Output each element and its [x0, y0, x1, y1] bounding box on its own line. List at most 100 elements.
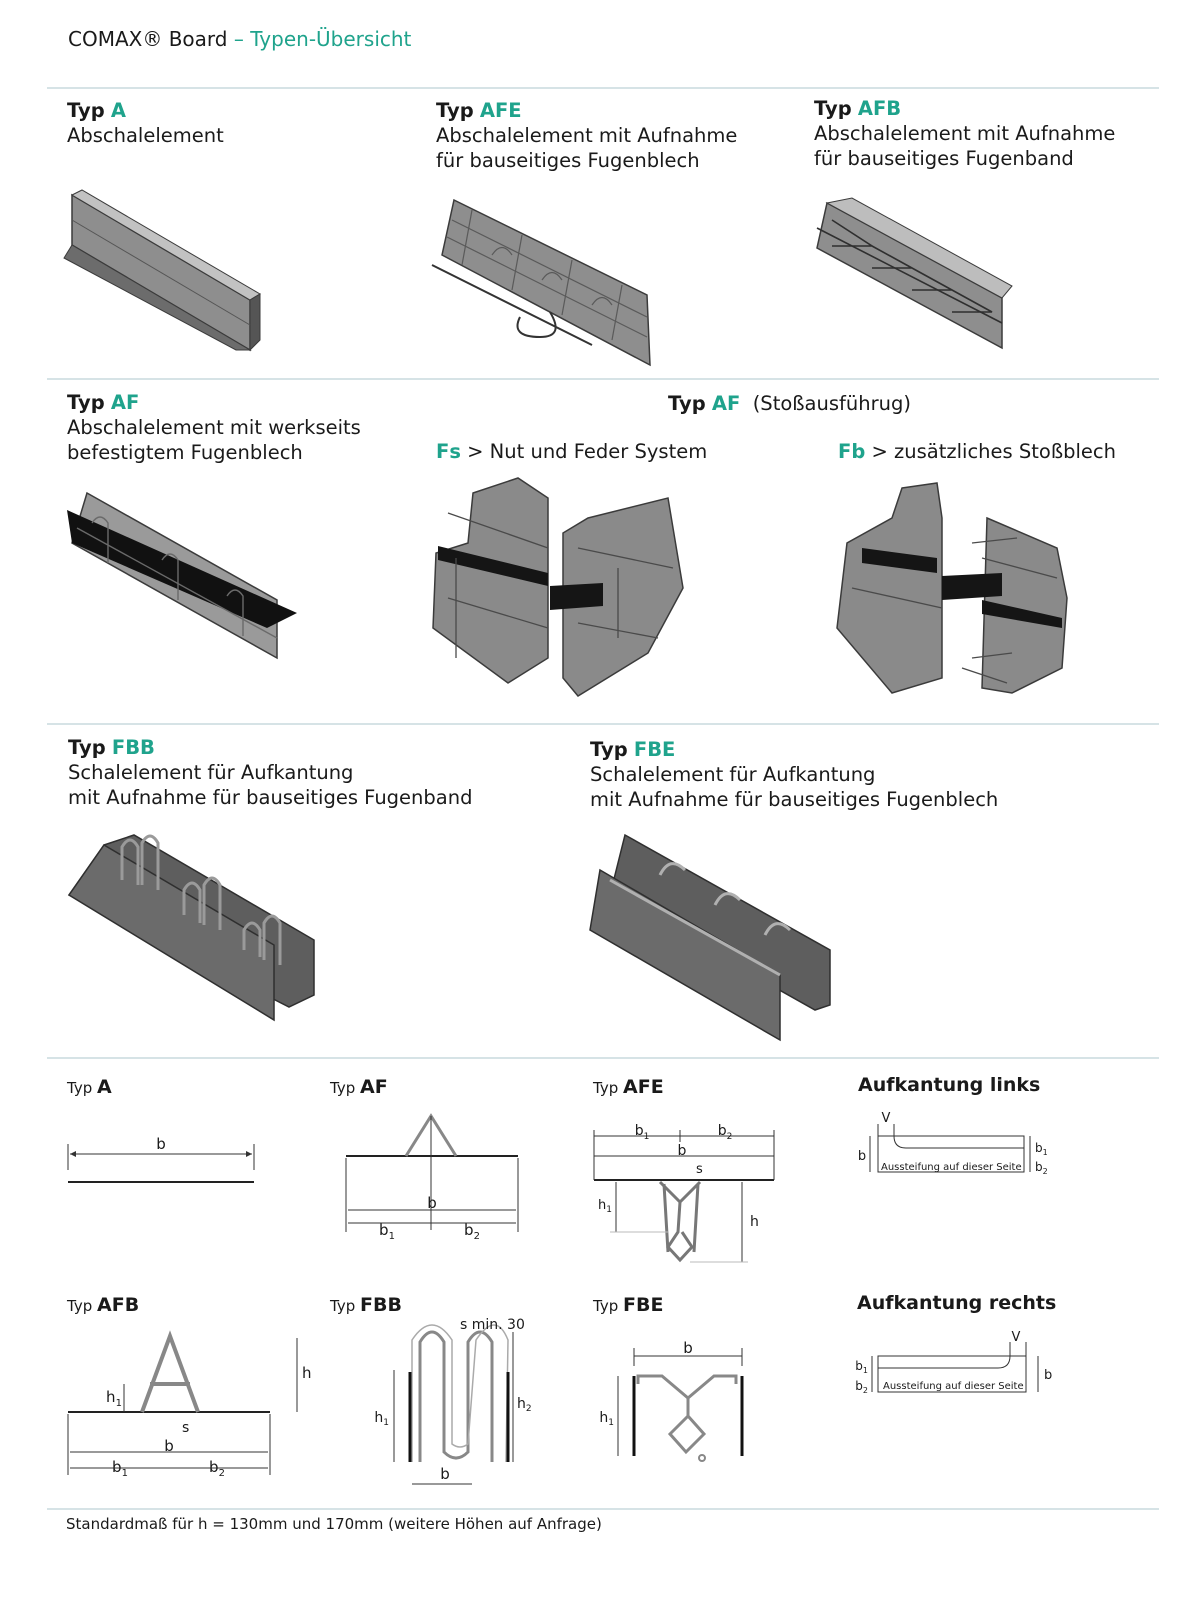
diagram-typ-fbe: b h1: [599, 1339, 744, 1462]
diagram-aufkantung-links: V b Aussteifung auf dieser Seite b1 b2: [858, 1111, 1048, 1176]
svg-text:h: h: [302, 1364, 312, 1382]
svg-text:b1: b1: [635, 1123, 650, 1142]
product-desc-line: befestigtem Fugenblech: [67, 441, 303, 464]
section-divider: [47, 1508, 1159, 1510]
svg-text:s: s: [696, 1162, 703, 1177]
typ-label: Typ: [590, 738, 628, 761]
diagram-title-fbb: Typ FBB: [330, 1294, 402, 1316]
diagram-typ-fbb: s min. 30 h1 h2 b: [374, 1317, 532, 1485]
svg-text:b: b: [678, 1143, 687, 1159]
joint-title: Typ AF (Stoßausführug): [668, 391, 911, 416]
header-subtitle: Typen-Übersicht: [250, 27, 412, 51]
diagram-typ-afb: h h1 s b b1 b2: [67, 1330, 312, 1479]
note-text: Aussteifung auf dieser Seite: [881, 1162, 1022, 1173]
brand-name: COMAX® Board: [68, 27, 228, 51]
product-code: FBB: [111, 736, 155, 759]
typ-label: Typ: [67, 99, 105, 122]
product-code: A: [110, 99, 126, 122]
svg-text:V: V: [1012, 1330, 1021, 1345]
product-desc-line: für bauseitiges Fugenband: [814, 147, 1074, 170]
svg-text:b2: b2: [209, 1458, 225, 1479]
product-desc-line: Schalelement für Aufkantung: [68, 761, 354, 784]
product-title-fbb: Typ FBB Schalelement für Aufkantung mit …: [68, 735, 472, 810]
render-typ-af-fs: [432, 477, 684, 697]
svg-text:h1: h1: [374, 1410, 389, 1428]
svg-text:h1: h1: [598, 1198, 612, 1215]
diagram-title-afe: Typ AFE: [593, 1076, 664, 1098]
svg-text:h2: h2: [517, 1396, 532, 1414]
svg-text:b1: b1: [1035, 1141, 1048, 1157]
svg-text:h1: h1: [599, 1410, 614, 1428]
section-divider: [47, 1057, 1159, 1059]
section-divider: [47, 378, 1159, 380]
svg-text:s: s: [182, 1420, 189, 1436]
svg-text:b2: b2: [1035, 1160, 1048, 1176]
product-title-af: Typ AF Abschalelement mit werkseits befe…: [67, 390, 361, 465]
diagram-title-a: Typ A: [67, 1076, 112, 1098]
page-header: COMAX® Board – Typen-Übersicht: [68, 27, 411, 51]
product-desc-line: Abschalelement mit Aufnahme: [814, 122, 1116, 145]
render-typ-fbe: [589, 833, 831, 1042]
product-desc-line: für bauseitiges Fugenblech: [436, 149, 700, 172]
product-desc-line: Schalelement für Aufkantung: [590, 763, 876, 786]
svg-text:b1: b1: [855, 1359, 868, 1375]
note-text: Aussteifung auf dieser Seite: [883, 1381, 1024, 1392]
svg-text:b2: b2: [718, 1123, 733, 1142]
svg-text:b: b: [1044, 1368, 1052, 1383]
svg-text:b2: b2: [855, 1379, 868, 1395]
svg-text:b: b: [427, 1194, 437, 1212]
diagram-aufkantung-rechts: V b Aussteifung auf dieser Seite b1 b2: [855, 1330, 1052, 1395]
product-code: AF: [110, 391, 140, 414]
svg-text:b: b: [164, 1437, 174, 1455]
joint-code: Fs: [436, 440, 461, 463]
svg-text:b2: b2: [464, 1221, 480, 1242]
joint-code: Fb: [838, 440, 866, 463]
svg-text:b: b: [683, 1339, 693, 1357]
dim-label-v: V: [882, 1111, 891, 1126]
typ-label: Typ: [68, 736, 106, 759]
typ-label: Typ: [436, 99, 474, 122]
product-desc-line: mit Aufnahme für bauseitiges Fugenblech: [590, 788, 999, 811]
svg-text:b: b: [858, 1149, 866, 1164]
product-desc-line: mit Aufnahme für bauseitiges Fugenband: [68, 786, 473, 809]
header-dash: –: [233, 27, 244, 51]
diagram-title-af: Typ AF: [330, 1076, 388, 1098]
render-typ-fbb: [67, 834, 315, 1022]
joint-fb-title: Fb > zusätzliches Stoßblech: [838, 439, 1116, 464]
diagram-typ-a: b: [67, 1135, 255, 1183]
product-desc-line: Abschalelement: [67, 124, 224, 147]
product-code: AFB: [857, 97, 902, 120]
diagram-title-links: Aufkantung links: [858, 1074, 1041, 1096]
typ-label: Typ: [67, 391, 105, 414]
render-typ-a: [63, 189, 261, 352]
product-title-fbe: Typ FBE Schalelement für Aufkantung mit …: [590, 737, 998, 812]
section-divider: [47, 87, 1159, 89]
svg-text:h: h: [750, 1214, 759, 1230]
svg-text:b: b: [440, 1465, 450, 1483]
svg-text:h1: h1: [106, 1388, 122, 1409]
render-typ-afe: [431, 198, 651, 367]
render-typ-afb: [816, 197, 1013, 350]
svg-text:b1: b1: [379, 1221, 395, 1242]
product-desc-line: Abschalelement mit werkseits: [67, 416, 361, 439]
product-code: AFE: [479, 99, 522, 122]
product-title-a: Typ A Abschalelement: [67, 98, 224, 148]
svg-text:b1: b1: [112, 1458, 128, 1479]
s-min-label: s min. 30: [460, 1317, 525, 1333]
typ-label: Typ: [668, 392, 706, 415]
diagram-title-rechts: Aufkantung rechts: [857, 1292, 1057, 1314]
product-title-afb: Typ AFB Abschalelement mit Aufnahme für …: [814, 96, 1115, 171]
diagram-title-afb: Typ AFB: [67, 1294, 140, 1316]
diagram-typ-afe: b1 b2 b s h1 h: [593, 1123, 775, 1263]
render-typ-af-fb: [836, 482, 1068, 694]
product-code: FBE: [633, 738, 676, 761]
dim-label-b: b: [156, 1135, 166, 1153]
typ-label: Typ: [814, 97, 852, 120]
product-desc-line: Abschalelement mit Aufnahme: [436, 124, 738, 147]
joint-text: > Nut und Feder System: [467, 440, 708, 463]
diagram-title-fbe: Typ FBE: [593, 1294, 664, 1316]
joint-text: > zusätzliches Stoßblech: [871, 440, 1116, 463]
diagram-typ-af: b b1 b2: [345, 1113, 519, 1242]
render-typ-af: [67, 491, 297, 660]
product-title-afe: Typ AFE Abschalelement mit Aufnahme für …: [436, 98, 737, 173]
